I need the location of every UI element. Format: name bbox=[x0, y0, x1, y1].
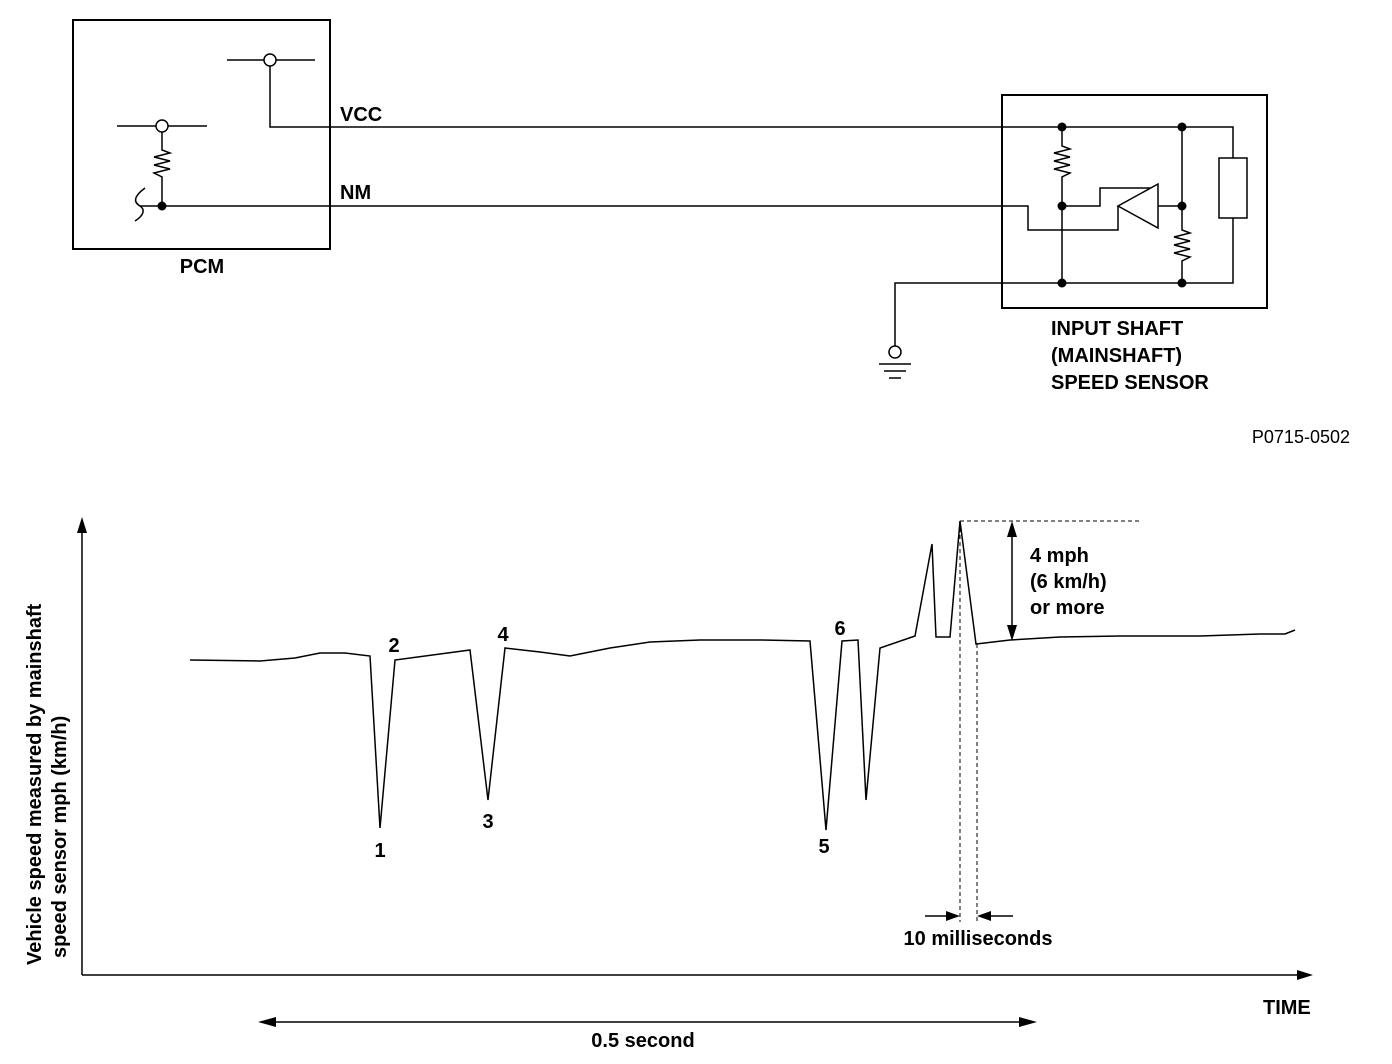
sensor-comparator bbox=[1116, 182, 1159, 230]
hall-element bbox=[1218, 157, 1248, 219]
threshold-label-line1: 4 mph bbox=[1030, 545, 1089, 567]
pulse-width-arrowhead-right bbox=[977, 911, 991, 921]
pcm-label: PCM bbox=[180, 256, 224, 278]
nm-label: NM bbox=[340, 182, 371, 204]
threshold-label-line2: (6 km/h) bbox=[1030, 571, 1107, 593]
pcm-nm-terminal bbox=[155, 119, 169, 133]
x-axis-label: TIME bbox=[1263, 997, 1311, 1019]
time-span-arrowhead-left bbox=[258, 1017, 276, 1027]
figure-code: P0715-0502 bbox=[1252, 427, 1350, 447]
y-axis-label-line1: Vehicle speed measured by mainshaft bbox=[24, 603, 46, 965]
sensor-box bbox=[1001, 94, 1268, 309]
pulse-label-6: 6 bbox=[834, 618, 845, 640]
pulse-label-3: 3 bbox=[482, 811, 493, 833]
sensor-comparator-input bbox=[1062, 187, 1158, 207]
sensor-label-line2: (MAINSHAFT) bbox=[1051, 345, 1182, 367]
sensor-junction-dot bbox=[1177, 278, 1187, 288]
threshold-label-line3: or more bbox=[1030, 597, 1104, 619]
threshold-arrowhead-top bbox=[1007, 521, 1017, 537]
ground-icon bbox=[879, 345, 911, 379]
pulse-label-4: 4 bbox=[497, 624, 509, 646]
sensor-pullup-resistor bbox=[1053, 127, 1073, 283]
pcm-vcc-terminal bbox=[263, 53, 277, 67]
pulse-label-1: 1 bbox=[374, 840, 385, 862]
pulse-width-arrowhead-left bbox=[946, 911, 960, 921]
sensor-junction-dot bbox=[1057, 201, 1067, 211]
waveform-graph: Vehicle speed measured by mainshaft spee… bbox=[24, 517, 1313, 1052]
sensor-load-resistor bbox=[1173, 127, 1193, 283]
pcm-input-symbol bbox=[134, 187, 146, 222]
nm-wire bbox=[140, 205, 1119, 231]
threshold-arrowhead-bottom bbox=[1007, 625, 1017, 641]
sensor-junction-dot bbox=[1057, 278, 1067, 288]
speed-waveform bbox=[189, 520, 1296, 831]
pulse-label-5: 5 bbox=[818, 836, 829, 858]
time-span-label: 0.5 second bbox=[591, 1030, 694, 1052]
y-axis-arrowhead bbox=[77, 517, 87, 533]
sensor-label-line1: INPUT SHAFT bbox=[1051, 318, 1183, 340]
sensor-junction-dot bbox=[1057, 122, 1067, 132]
y-axis-label-line2: speed sensor mph (km/h) bbox=[49, 716, 71, 958]
x-axis-arrowhead bbox=[1297, 970, 1313, 980]
pcm-pullup-resistor bbox=[151, 132, 173, 206]
time-span-arrowhead-right bbox=[1019, 1017, 1037, 1027]
vcc-wire bbox=[269, 66, 1234, 158]
sensor-junction-dot bbox=[1177, 122, 1187, 132]
circuit-schematic: PCM VCC NM bbox=[72, 19, 1268, 394]
pulse-label-2: 2 bbox=[388, 635, 399, 657]
pcm-nm-junction-dot bbox=[157, 201, 167, 211]
pulse-width-label: 10 milliseconds bbox=[904, 928, 1053, 950]
sensor-label-line3: SPEED SENSOR bbox=[1051, 372, 1209, 394]
sensor-junction-dot bbox=[1177, 201, 1187, 211]
pcm-box bbox=[72, 19, 331, 250]
vcc-label: VCC bbox=[340, 104, 382, 126]
